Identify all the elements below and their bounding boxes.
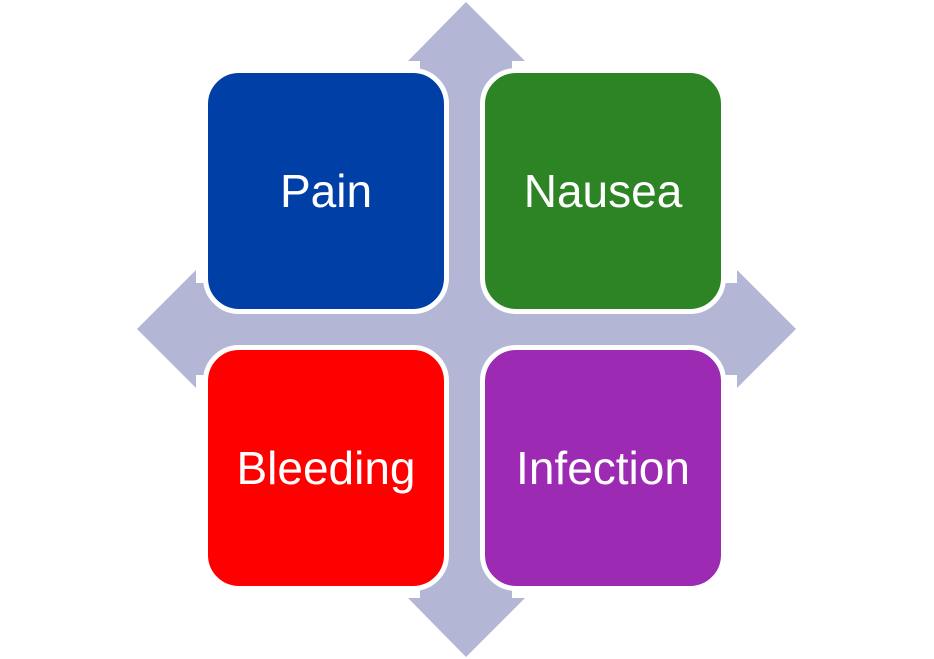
arrow-right	[737, 270, 796, 388]
tile-bleeding: Bleeding	[203, 345, 449, 591]
tile-infection: Infection	[480, 345, 726, 591]
tile-label-infection: Infection	[516, 442, 690, 494]
arrow-up	[408, 2, 525, 61]
tile-pain: Pain	[203, 68, 449, 314]
arrow-left	[137, 270, 196, 388]
tile-label-pain: Pain	[279, 165, 373, 217]
tile-label-bleeding: Bleeding	[236, 442, 416, 494]
tile-label-nausea: Nausea	[523, 165, 683, 217]
tile-nausea: Nausea	[480, 68, 726, 314]
arrow-down	[408, 598, 525, 657]
